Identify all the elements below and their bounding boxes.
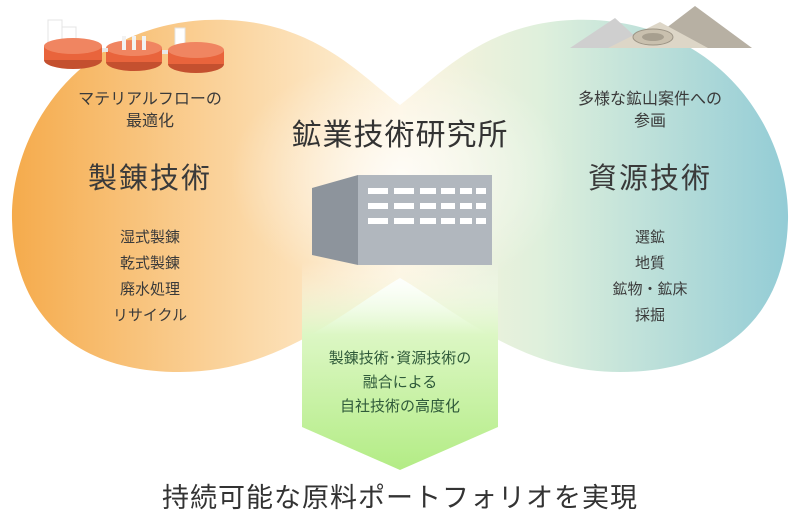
center-title: 鉱業技術研究所	[291, 118, 509, 153]
right-item: 地質	[634, 254, 665, 272]
right-item: 鉱物・鉱床	[612, 280, 688, 298]
right-item: 採掘	[634, 306, 665, 324]
research-building-icon	[312, 175, 492, 265]
left-item: リサイクル	[112, 306, 188, 324]
fusion-text: 製錬技術･資源技術の 融合による 自社技術の高度化	[300, 346, 500, 418]
right-subtitle-line-2: 参画	[633, 111, 666, 130]
right-items: 選鉱 地質 鉱物・鉱床 採掘	[540, 224, 760, 328]
fusion-arrow	[302, 262, 498, 470]
left-item: 廃水処理	[119, 280, 180, 298]
fusion-line-3: 自社技術の高度化	[339, 397, 460, 415]
mine-mountain-icon	[570, 6, 752, 48]
left-subtitle-line-1: マテリアルフローの	[78, 89, 222, 108]
left-item: 乾式製錬	[119, 254, 180, 272]
right-title: 資源技術	[587, 161, 712, 195]
left-title: 製錬技術	[87, 161, 212, 195]
right-subtitle-line-1: 多様な鉱山案件への	[577, 89, 722, 108]
smelting-tanks-icon	[44, 19, 224, 73]
fusion-line-1: 製錬技術･資源技術の	[328, 349, 472, 367]
left-subtitle-line-2: 最適化	[125, 111, 174, 130]
bottom-statement: 持続可能な原料ポートフォリオを実現	[162, 483, 638, 514]
right-item: 選鉱	[634, 228, 665, 246]
fusion-line-2: 融合による	[362, 373, 438, 391]
left-subtitle: マテリアルフローの 最適化	[40, 88, 260, 132]
left-items: 湿式製錬 乾式製錬 廃水処理 リサイクル	[40, 224, 260, 328]
left-item: 湿式製錬	[119, 228, 180, 246]
right-subtitle: 多様な鉱山案件への 参画	[540, 88, 760, 132]
